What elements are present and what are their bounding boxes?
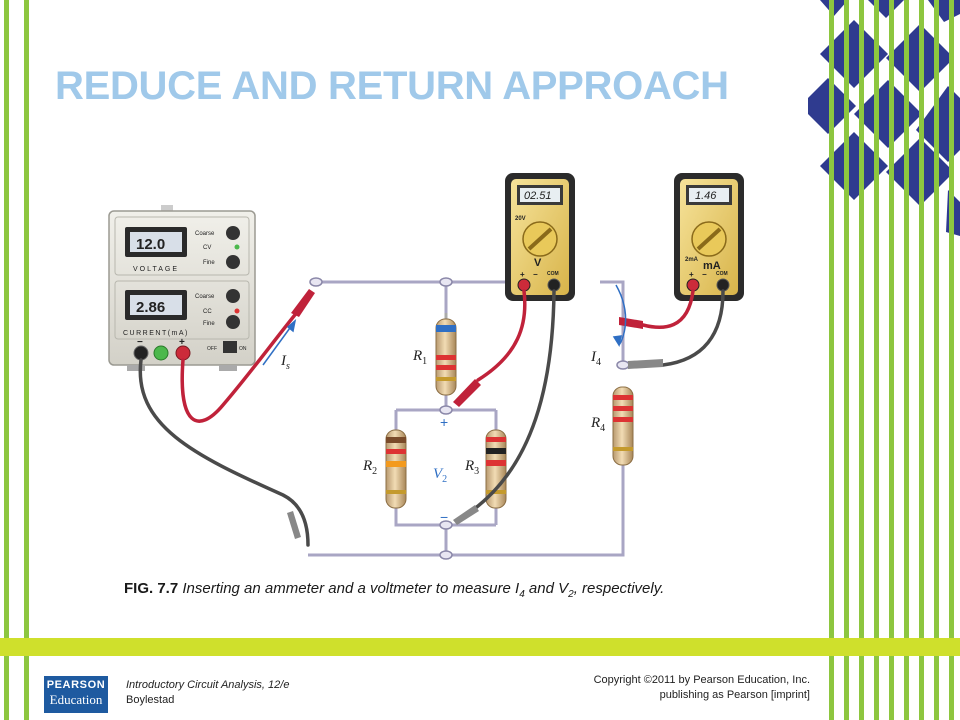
logo-line-2: Education (49, 692, 103, 707)
resistor-r2 (385, 429, 407, 509)
footer-book-info: Introductory Circuit Analysis, 12/e Boyl… (126, 678, 289, 708)
ps-voltage-readout: 12.0 (136, 236, 165, 253)
circuit-diagram: 12.0 2.86 VOLTAGE CURRENT(mA) Coarse CV … (108, 173, 744, 560)
caption-text: Inserting an ammeter and a voltmeter to … (178, 580, 665, 600)
label-is: Is (280, 353, 290, 372)
resistor-r4 (612, 386, 634, 466)
label-v2: V2 (433, 466, 447, 485)
right-stripe-5 (889, 0, 894, 720)
right-stripe-7 (919, 0, 924, 720)
ammeter-minus-sign: − (702, 270, 707, 279)
ps-cc-label: CC (203, 309, 212, 315)
ps-current-readout: 2.86 (136, 299, 165, 316)
right-stripe-9 (949, 0, 954, 720)
ammeter (674, 173, 744, 301)
v2-plus-sign: + (440, 414, 448, 430)
ammeter-plus-sign: + (689, 270, 694, 279)
copyright-line-1: Copyright ©2011 by Pearson Education, In… (593, 674, 810, 686)
ps-coarse-label-2: Coarse (195, 294, 215, 300)
ps-cv-label: CV (203, 245, 211, 251)
ps-minus-sign: − (137, 337, 143, 348)
probe-tips (287, 289, 663, 539)
current-arrows (262, 284, 627, 366)
label-r1: R1 (412, 348, 427, 367)
right-stripe-3 (859, 0, 864, 720)
ps-voltage-label: VOLTAGE (133, 266, 179, 273)
ps-coarse-label-1: Coarse (195, 231, 215, 237)
junction-nodes (309, 277, 630, 560)
ps-on-label: ON (239, 346, 247, 352)
resistor-r1 (435, 313, 457, 396)
v2-minus-sign: − (440, 509, 448, 525)
left-stripe-1 (4, 0, 9, 720)
ps-off-label: OFF (207, 346, 217, 352)
right-stripe-6 (904, 0, 909, 720)
pearson-logo: PEARSON Education (44, 676, 108, 713)
voltmeter-readout: 02.51 (524, 190, 552, 202)
label-r2: R2 (362, 458, 377, 477)
red-leads (180, 289, 695, 423)
circuit-figure: 12.0 2.86 VOLTAGE CURRENT(mA) Coarse CV … (103, 165, 759, 577)
right-stripe-1 (829, 0, 834, 720)
voltmeter-range-label: 20V (515, 216, 526, 222)
ammeter-unit-label: mA (703, 260, 721, 272)
ps-fine-label-1: Fine (203, 260, 215, 266)
voltmeter-com-label: COM (547, 271, 559, 277)
footer-copyright: Copyright ©2011 by Pearson Education, In… (560, 673, 810, 703)
ps-current-label: CURRENT(mA) (123, 330, 189, 337)
book-title: Introductory Circuit Analysis, 12/e (126, 679, 290, 691)
logo-line-1: PEARSON (46, 679, 106, 691)
figure-caption: FIG. 7.7 Inserting an ammeter and a volt… (124, 579, 734, 605)
voltmeter-minus-sign: − (533, 270, 538, 279)
label-r3: R3 (464, 458, 479, 477)
voltmeter (505, 173, 575, 301)
right-stripe-4 (874, 0, 879, 720)
caption-label: FIG. 7.7 (124, 580, 179, 597)
ammeter-readout: 1.46 (695, 190, 717, 202)
power-supply (108, 205, 256, 371)
voltmeter-plus-sign: + (520, 270, 525, 279)
footer-accent-bar (0, 638, 960, 656)
right-stripe-2 (844, 0, 849, 720)
right-stripe-8 (934, 0, 939, 720)
ammeter-com-label: COM (716, 271, 728, 277)
ammeter-range-label: 2mA (685, 257, 699, 263)
black-leads (138, 289, 725, 547)
left-stripe-2 (24, 0, 29, 720)
label-r4: R4 (590, 415, 605, 434)
ps-fine-label-2: Fine (203, 321, 215, 327)
book-author: Boylestad (126, 694, 175, 706)
label-i4: I4 (590, 349, 601, 368)
resistor-r3 (485, 429, 507, 509)
voltmeter-unit-label: V (534, 257, 542, 269)
slide-title: REDUCE AND RETURN APPROACH (55, 64, 729, 108)
copyright-line-2: publishing as Pearson [imprint] (659, 689, 810, 701)
ps-plus-sign: + (179, 337, 185, 348)
